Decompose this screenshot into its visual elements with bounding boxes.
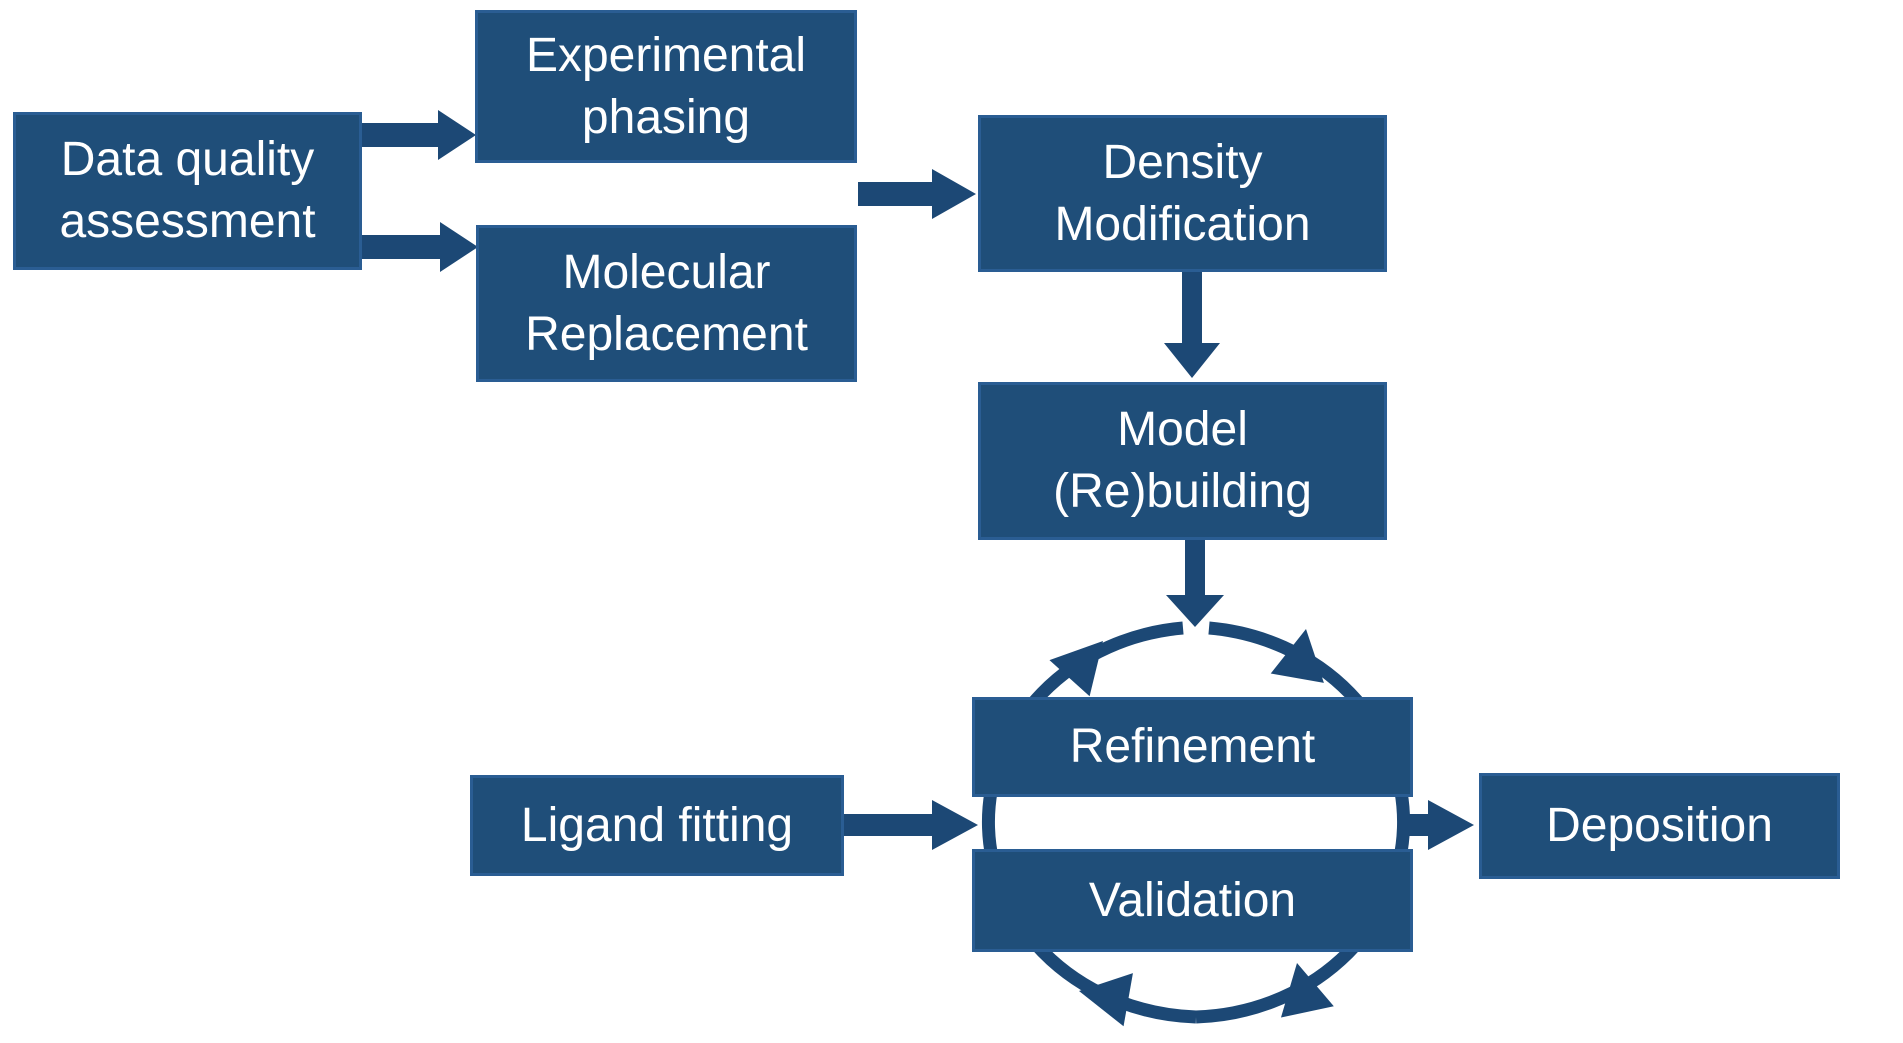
- node-validation: Validation: [972, 849, 1413, 952]
- arrow-model-cycle: [1166, 540, 1224, 627]
- arrow-cycle-deposition: [1408, 800, 1474, 850]
- node-molecular-replacement: Molecular Replacement: [476, 225, 857, 382]
- cycle-arrowhead-top-left-icon: [1049, 641, 1103, 697]
- arrow-ligand-cycle: [844, 800, 978, 850]
- node-density-modification: Density Modification: [978, 115, 1387, 272]
- cycle-arrowhead-bottom-right-icon: [1280, 963, 1334, 1018]
- cycle-arc-right: [1195, 621, 1411, 1024]
- node-ligand-fitting: Ligand fitting: [470, 775, 844, 876]
- arrow-dataquality-experimental: [362, 110, 476, 160]
- node-data-quality-assessment: Data quality assessment: [13, 112, 362, 270]
- arrow-dataquality-molecular: [362, 222, 478, 272]
- cycle-arrowhead-top-right-icon: [1270, 629, 1324, 683]
- node-experimental-phasing: Experimental phasing: [475, 10, 857, 163]
- node-refinement: Refinement: [972, 697, 1413, 797]
- node-deposition: Deposition: [1479, 773, 1840, 879]
- cycle-arc-left: [981, 621, 1197, 1024]
- arrow-density-model: [1164, 272, 1220, 378]
- cycle-arrowhead-bottom-left-icon: [1079, 973, 1133, 1027]
- node-model-rebuilding: Model (Re)building: [978, 382, 1387, 540]
- arrow-phasing-density: [858, 169, 976, 219]
